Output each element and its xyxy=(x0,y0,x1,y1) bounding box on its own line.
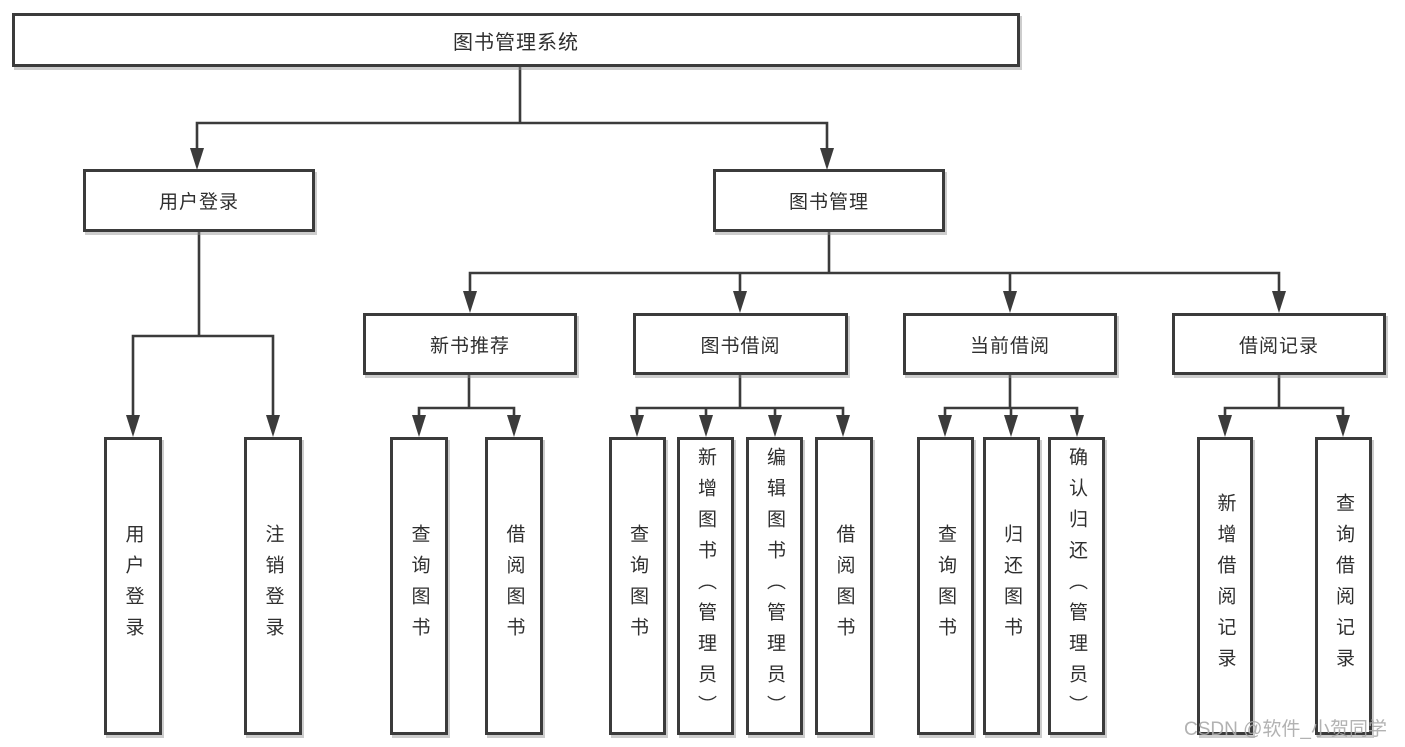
leaf-borrow-books-recommend: 借阅图书 xyxy=(485,437,543,735)
node-new-book-recommendation: 新书推荐 xyxy=(363,313,577,375)
leaf-confirm-return-admin: 确认归还（管理员） xyxy=(1048,437,1105,735)
node-label: 新增图书（管理员） xyxy=(695,446,716,726)
node-label: 查询图书 xyxy=(627,524,648,648)
node-book-management: 图书管理 xyxy=(713,169,945,232)
node-label: 新增借阅记录 xyxy=(1214,493,1236,679)
node-label: 借阅图书 xyxy=(833,524,855,648)
leaf-user-login: 用户登录 xyxy=(104,437,162,735)
leaf-query-books-current: 查询图书 xyxy=(917,437,974,735)
node-label: 确认归还（管理员） xyxy=(1066,446,1087,726)
node-label: 查询图书 xyxy=(408,524,430,648)
leaf-query-books-recommend: 查询图书 xyxy=(390,437,448,735)
node-label: 图书管理系统 xyxy=(453,31,579,54)
leaf-add-borrow-record: 新增借阅记录 xyxy=(1197,437,1253,735)
node-label: 注销登录 xyxy=(262,524,284,648)
node-label: 借阅图书 xyxy=(503,524,525,648)
node-user-login: 用户登录 xyxy=(83,169,315,232)
node-label: 用户登录 xyxy=(122,524,144,648)
leaf-return-books: 归还图书 xyxy=(983,437,1040,735)
node-book-borrowing: 图书借阅 xyxy=(633,313,848,375)
leaf-edit-books-admin: 编辑图书（管理员） xyxy=(746,437,803,735)
node-label: 图书管理 xyxy=(788,192,869,213)
node-borrowing-records: 借阅记录 xyxy=(1172,313,1386,375)
node-label: 查询借阅记录 xyxy=(1333,493,1354,679)
node-label: 图书借阅 xyxy=(700,335,781,357)
node-label: 归还图书 xyxy=(1001,524,1022,648)
leaf-logout: 注销登录 xyxy=(244,437,302,735)
node-label: 用户登录 xyxy=(158,192,239,213)
leaf-query-borrow-record: 查询借阅记录 xyxy=(1315,437,1372,735)
node-library-management-system: 图书管理系统 xyxy=(12,13,1020,67)
node-label: 新书推荐 xyxy=(429,335,510,357)
node-label: 借阅记录 xyxy=(1238,335,1319,357)
leaf-borrow-books: 借阅图书 xyxy=(815,437,873,735)
node-label: 编辑图书（管理员） xyxy=(764,446,785,726)
node-label: 查询图书 xyxy=(935,524,956,648)
csdn-watermark: CSDN @软件_小贺同学 xyxy=(1184,719,1387,740)
leaf-add-books-admin: 新增图书（管理员） xyxy=(677,437,734,735)
node-current-borrowing: 当前借阅 xyxy=(903,313,1117,375)
leaf-query-books-borrowing: 查询图书 xyxy=(609,437,666,735)
node-label: 当前借阅 xyxy=(969,335,1050,357)
